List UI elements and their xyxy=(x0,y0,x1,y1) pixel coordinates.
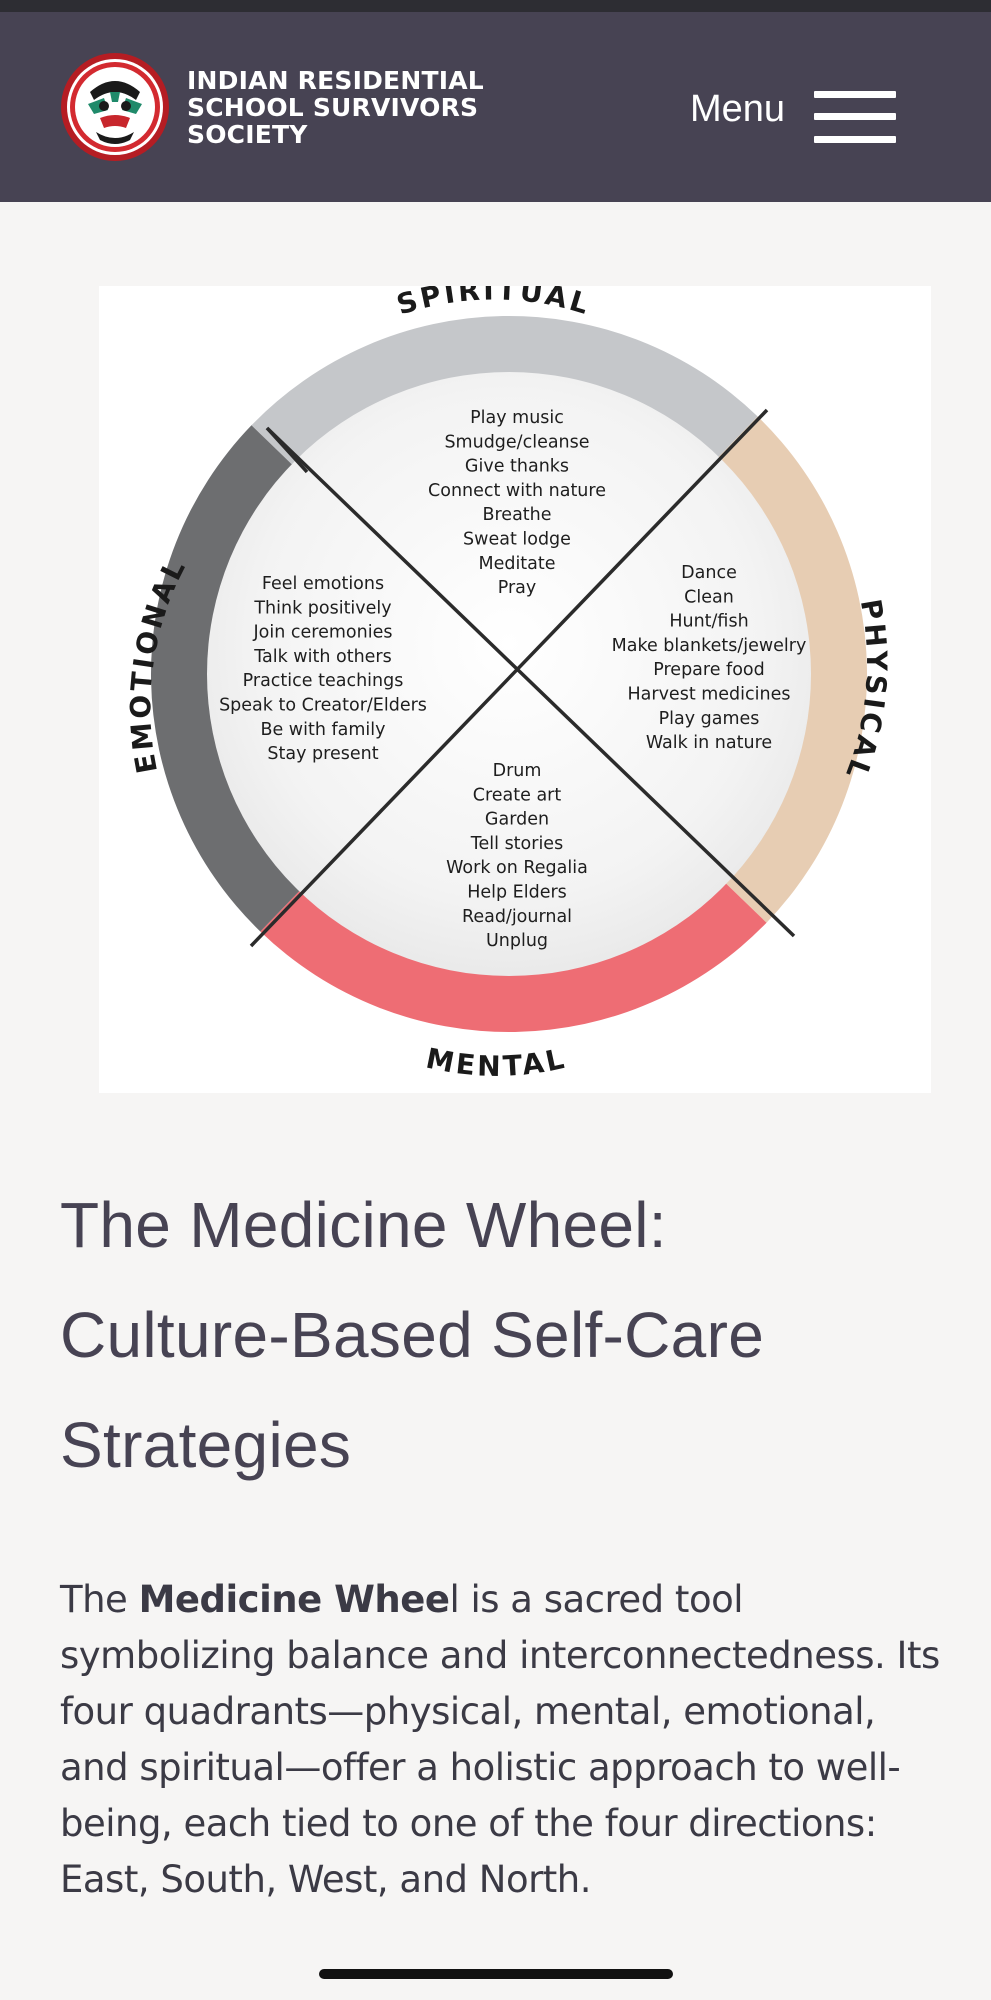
emotional-item: Speak to Creator/Elders xyxy=(219,696,427,716)
spiritual-item: Smudge/cleanse xyxy=(444,432,589,452)
home-indicator[interactable] xyxy=(319,1969,673,1979)
physical-item: Hunt/fish xyxy=(669,612,748,632)
mental-item: Read/journal xyxy=(462,907,572,927)
org-name-line: SOCIETY xyxy=(187,120,308,149)
emotional-item: Be with family xyxy=(260,720,385,740)
title-line: Strategies xyxy=(60,1409,352,1481)
intro-bold: Medicine Whee xyxy=(138,1578,450,1621)
menu-button[interactable]: Menu xyxy=(690,74,910,144)
status-bar-strip xyxy=(0,0,991,12)
menu-label: Menu xyxy=(690,87,786,130)
physical-item: Prepare food xyxy=(653,660,764,680)
divider-line xyxy=(249,408,769,948)
society-logo[interactable] xyxy=(60,52,170,162)
emotional-item: Practice teachings xyxy=(243,671,404,691)
physical-item: Make blankets/jewelry xyxy=(612,636,807,656)
emotional-item: Join ceremonies xyxy=(253,623,393,643)
physical-item: Clean xyxy=(684,587,734,607)
physical-ring xyxy=(717,416,867,923)
spiritual-label: SPIRITUAL xyxy=(393,286,595,322)
intro-suffix: l is a sacred tool symbolizing balance a… xyxy=(60,1578,940,1901)
mental-item: Drum xyxy=(493,761,542,781)
spiritual-item: Meditate xyxy=(478,554,555,574)
emotional-item: Think positively xyxy=(253,598,391,618)
physical-item: Walk in nature xyxy=(646,733,772,753)
mental-ring xyxy=(260,882,767,1032)
spiritual-item: Play music xyxy=(470,408,564,428)
org-name-line: SCHOOL SURVIVORS xyxy=(187,93,479,122)
mental-item: Garden xyxy=(485,810,549,830)
divider-line xyxy=(265,426,796,938)
spiritual-item: Sweat lodge xyxy=(463,530,571,550)
title-line: The Medicine Wheel: xyxy=(60,1189,667,1261)
emotional-item: Stay present xyxy=(267,744,378,764)
mental-item: Work on Regalia xyxy=(446,858,588,878)
hamburger-icon xyxy=(814,91,896,143)
spiritual-item: Pray xyxy=(498,578,537,598)
divider-line xyxy=(265,426,309,474)
site-header: INDIAN RESIDENTIAL SCHOOL SURVIVORS SOCI… xyxy=(0,12,991,202)
mental-item: Create art xyxy=(473,785,562,805)
title-line: Culture-Based Self-Care xyxy=(60,1299,765,1371)
emotional-item: Feel emotions xyxy=(262,574,384,594)
medicine-wheel-diagram: SPIRITUAL MENTAL EMOTIONAL PHYSICAL Play… xyxy=(99,286,931,1093)
spiritual-item: Connect with nature xyxy=(428,481,606,501)
spiritual-ring xyxy=(251,316,758,466)
mental-item: Unplug xyxy=(486,931,548,951)
mental-item: Tell stories xyxy=(470,834,563,854)
spiritual-item: Give thanks xyxy=(465,457,569,477)
intro-prefix: The xyxy=(60,1578,139,1621)
mental-label: MENTAL xyxy=(423,1042,569,1083)
medicine-wheel-svg: SPIRITUAL MENTAL EMOTIONAL PHYSICAL Play… xyxy=(124,286,890,1083)
page-title: The Medicine Wheel: Culture-Based Self-C… xyxy=(60,1170,940,1500)
mental-item: Help Elders xyxy=(467,883,567,903)
emotional-item: Talk with others xyxy=(253,647,392,667)
physical-item: Dance xyxy=(681,563,737,583)
physical-item: Play games xyxy=(659,709,760,729)
physical-item: Harvest medicines xyxy=(628,685,791,705)
spiritual-item: Breathe xyxy=(482,505,551,525)
org-name[interactable]: INDIAN RESIDENTIAL SCHOOL SURVIVORS SOCI… xyxy=(187,67,507,148)
org-name-line: INDIAN RESIDENTIAL xyxy=(187,66,484,95)
intro-paragraph: The Medicine Wheel is a sacred tool symb… xyxy=(60,1572,940,1908)
emotional-ring xyxy=(151,425,301,932)
